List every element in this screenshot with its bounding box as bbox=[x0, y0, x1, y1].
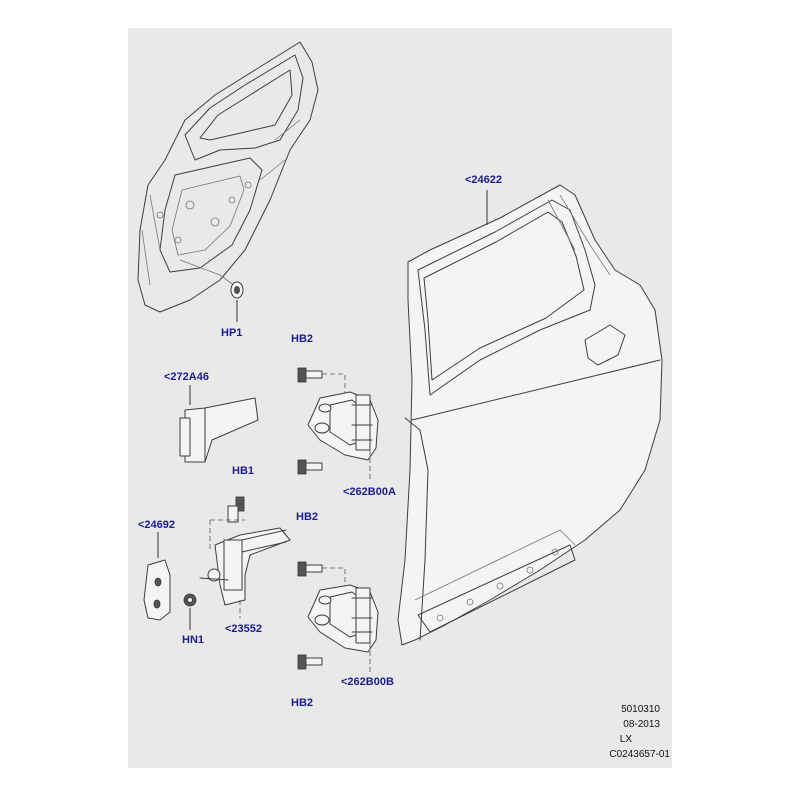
callout-hb2-top: HB2 bbox=[291, 333, 314, 345]
drawing-model: LX bbox=[619, 734, 632, 745]
callout-door-shell: <24622 bbox=[465, 174, 503, 186]
door-shell-24622 bbox=[397, 184, 663, 646]
bolt-hb2-middle-b bbox=[297, 561, 323, 577]
inner-door-illustration bbox=[137, 41, 319, 313]
callout-hb1: HB1 bbox=[232, 465, 255, 477]
hp1-plug-part bbox=[230, 281, 244, 322]
bolt-hb2-middle-a bbox=[297, 459, 323, 475]
callout-hp1: HP1 bbox=[221, 327, 243, 339]
callout-hinge-lower: <262B00B bbox=[341, 676, 394, 688]
callout-check-strap: <272A46 bbox=[164, 371, 209, 383]
callout-hb2-bottom: HB2 bbox=[291, 697, 314, 709]
bolt-hb1 bbox=[227, 496, 245, 523]
hinge-lower-262b00b bbox=[307, 584, 379, 653]
pad-24692 bbox=[143, 532, 171, 621]
callout-hb2-mid: HB2 bbox=[296, 511, 319, 523]
bolt-hb2-upper bbox=[297, 367, 323, 383]
drawing-code: 5010310 bbox=[621, 704, 660, 715]
check-strap-272a46 bbox=[179, 385, 259, 463]
nut-hn1 bbox=[183, 593, 197, 630]
drawing-id: C0243657-01 bbox=[609, 749, 670, 760]
callout-seal: <24692 bbox=[138, 519, 176, 531]
bolt-hb2-lower bbox=[297, 654, 323, 670]
callout-door-check: <23552 bbox=[225, 623, 263, 635]
hinge-upper-262b00a bbox=[307, 391, 379, 461]
door-check-23552 bbox=[199, 527, 291, 618]
callout-hn1: HN1 bbox=[182, 634, 205, 646]
drawing-date: 08-2013 bbox=[623, 719, 660, 730]
callout-hinge-upper: <262B00A bbox=[343, 486, 396, 498]
